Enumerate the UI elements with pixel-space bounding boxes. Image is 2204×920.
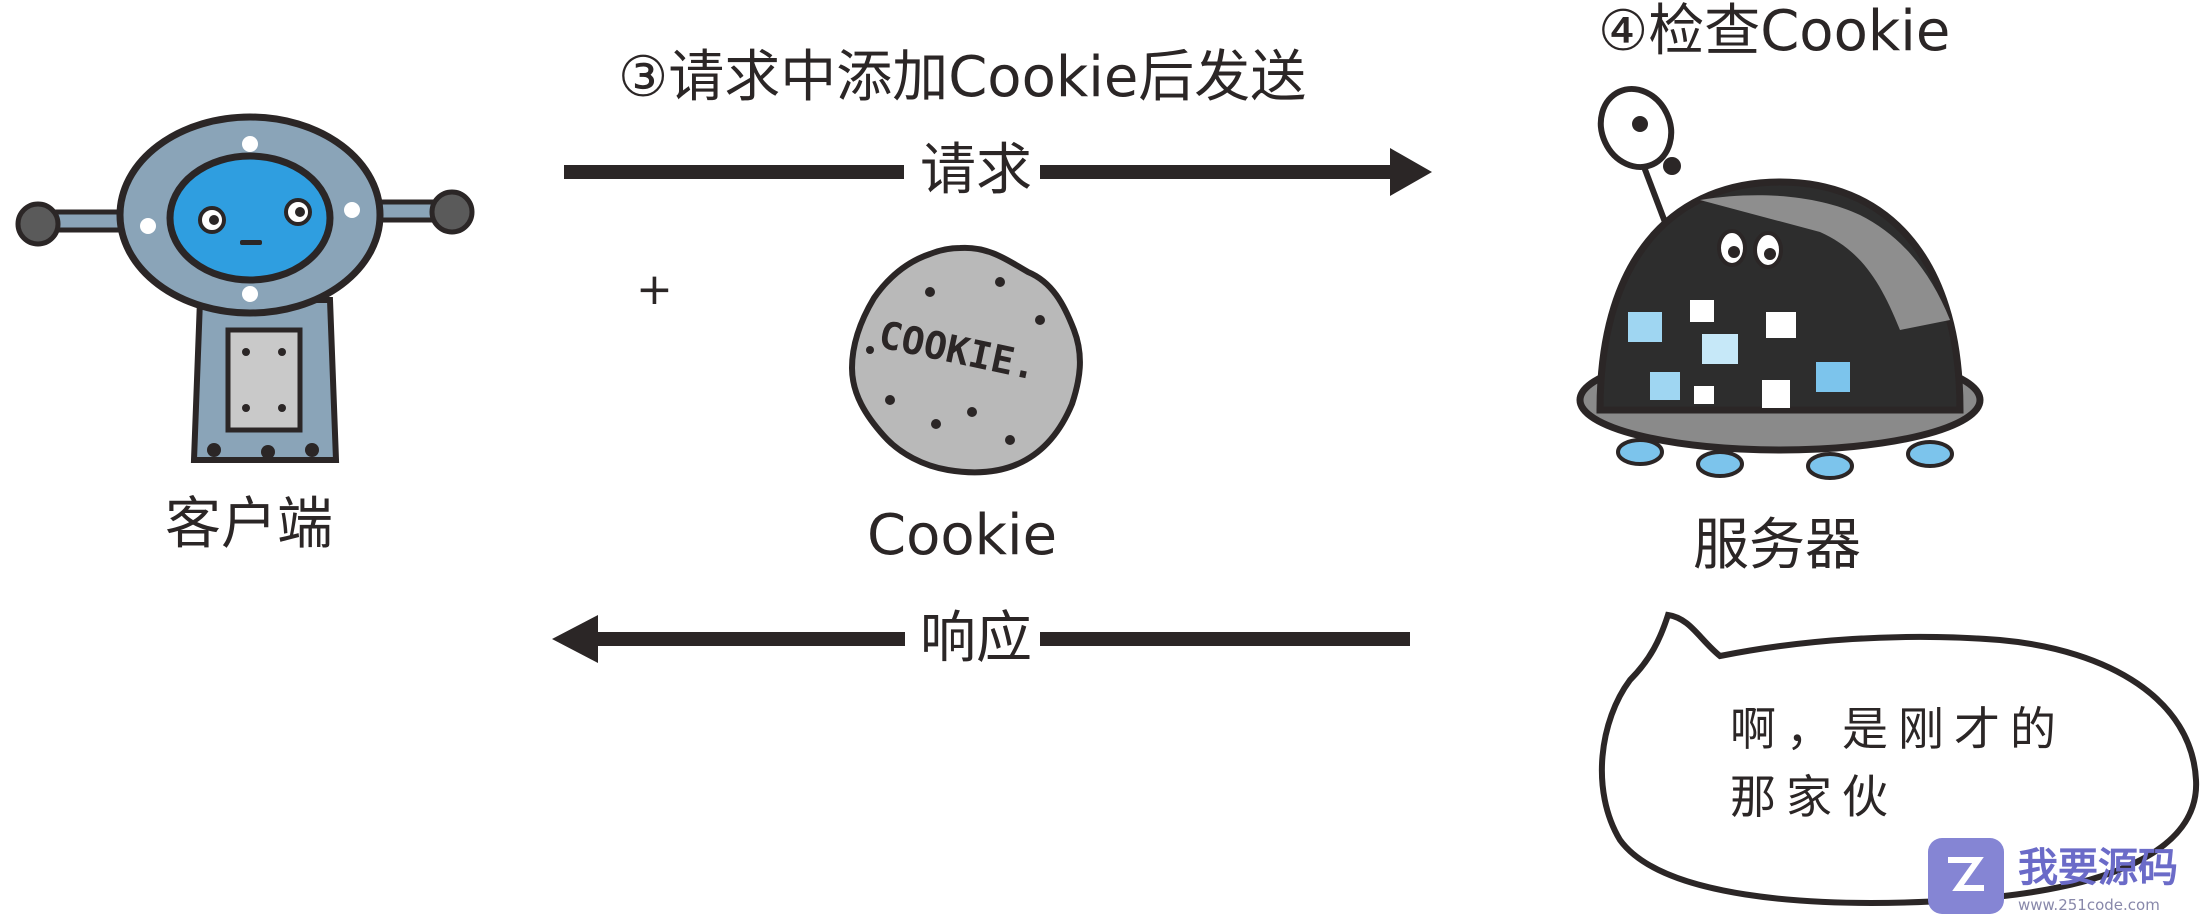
server-label: 服务器 xyxy=(1693,513,1861,578)
watermark-brand: 我要源码 xyxy=(2018,845,2178,891)
speech-bubble-line-1: 啊，是刚才的 xyxy=(1730,702,2066,756)
server-robot-icon xyxy=(1576,86,1984,480)
watermark-logo-icon xyxy=(1928,838,2004,914)
request-arrow xyxy=(564,148,1432,196)
cookie-label: Cookie xyxy=(867,503,1058,568)
step-3-title: ③请求中添加Cookie后发送 xyxy=(618,45,1307,110)
response-arrow xyxy=(552,615,1410,663)
request-label: 请求 xyxy=(920,138,1032,203)
plus-sign: + xyxy=(636,264,673,315)
cookie-icon: COOKIE. xyxy=(848,244,1083,476)
client-robot-icon xyxy=(15,113,475,463)
step-4-title: ④检查Cookie xyxy=(1598,0,1951,64)
speech-bubble-line-2: 那家伙 xyxy=(1730,770,1898,824)
response-label: 响应 xyxy=(920,606,1032,671)
speech-bubble xyxy=(1598,611,2200,906)
watermark-url: www.251code.com xyxy=(2018,896,2160,914)
client-label: 客户端 xyxy=(165,492,333,557)
